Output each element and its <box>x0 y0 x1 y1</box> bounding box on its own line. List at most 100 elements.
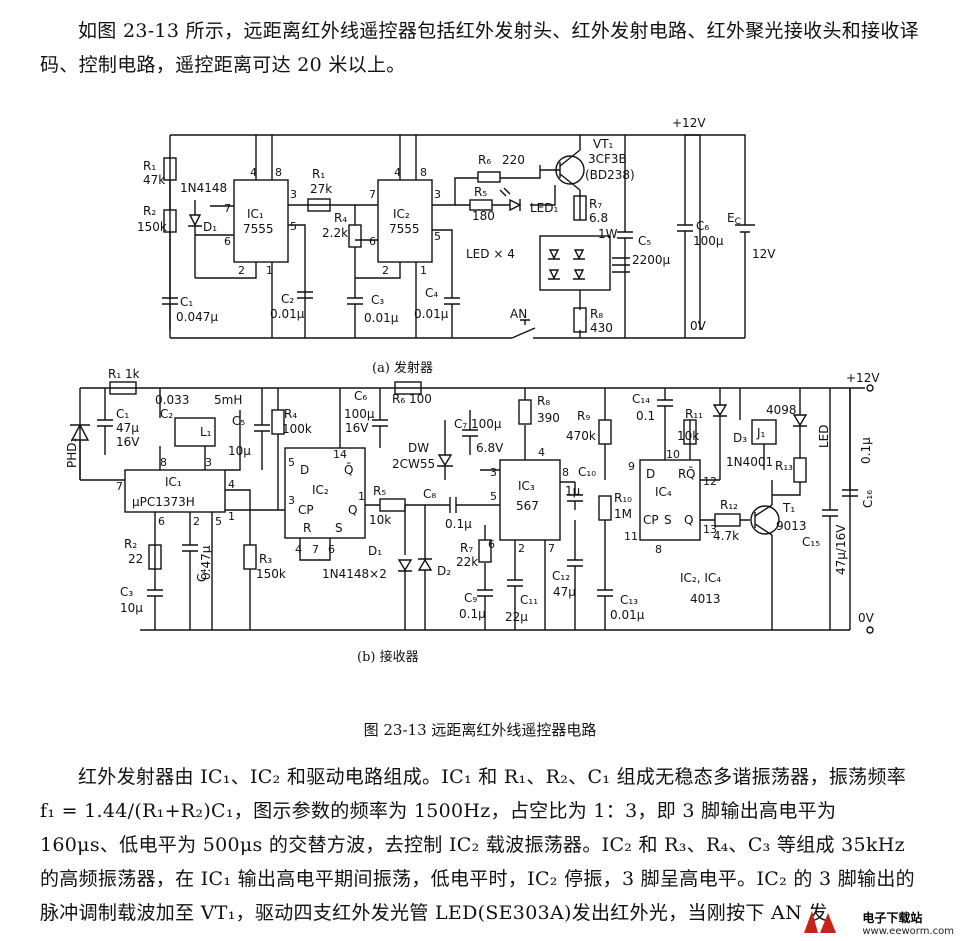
rx-r13-label: R₁₃ <box>775 459 793 473</box>
rx-c1-label: C₁ <box>116 407 129 421</box>
rx-ic-note2: 4013 <box>690 592 721 606</box>
rx-ic4-pin12: 12 <box>703 475 717 488</box>
tx-ic2-pin3: 3 <box>434 188 441 201</box>
rx-dw-volt: 6.8V <box>476 441 504 455</box>
rx-t1-label: T₁ <box>782 501 795 515</box>
tx-r8-label: R₈ <box>590 307 603 321</box>
rx-ic2-pin7: 7 <box>312 543 319 556</box>
tx-r3-value: 27k <box>310 182 332 196</box>
rx-r5-value: 10k <box>369 513 391 527</box>
tx-vt1-value2: (BD238) <box>585 168 635 182</box>
rx-r2-value: 22 <box>128 552 143 566</box>
rx-r6-label: R₆ 100 <box>392 392 432 406</box>
rx-ic4-pin11: 11 <box>624 530 638 543</box>
rx-ic2-d: D <box>300 463 309 477</box>
tx-ic1-pin2: 2 <box>238 264 245 277</box>
tx-r6-value: 220 <box>502 153 525 167</box>
rx-ic3-pin6: 6 <box>488 538 495 551</box>
tx-r8-value: 430 <box>590 321 613 335</box>
ic4-4013-chip <box>639 459 701 541</box>
tx-ic2-label: IC₂ <box>393 207 410 221</box>
tx-ec-label: EC <box>727 211 741 227</box>
rx-d1-label: D₁ <box>368 544 382 558</box>
tx-c6-value: 100μ <box>693 234 724 248</box>
rx-ic4-d: D <box>646 467 655 481</box>
tx-r4-label: R₄ <box>334 211 347 225</box>
rx-r10-value: 1M <box>614 507 632 521</box>
rx-dw-label: DW <box>408 441 429 455</box>
tx-led1-label: LED₁ <box>530 201 559 215</box>
rx-ic4-qbar: Q̄ <box>686 467 695 481</box>
rx-c4-label: C₄ <box>195 569 209 582</box>
rx-r12-label: R₁₂ <box>720 498 738 512</box>
rx-c15-label: C₁₅ <box>802 535 820 549</box>
rx-ic4-s: S <box>664 513 672 527</box>
rx-t1-value: 9013 <box>776 519 807 533</box>
rx-phd1-label: PHD₁ <box>65 438 79 469</box>
receiver-circuit <box>70 381 874 634</box>
tx-vt1-value: 3CF3B <box>588 152 627 166</box>
rx-ic1-pin6: 6 <box>158 515 165 528</box>
tx-ic1-pin4: 4 <box>250 166 257 179</box>
tx-ic2-value: 7555 <box>389 222 420 236</box>
tx-ic2-pin7: 7 <box>369 188 376 201</box>
rx-ic4-q: Q <box>684 513 693 527</box>
figure-caption: 图 23-13 远距离红外线遥控器电路 <box>363 721 597 739</box>
rx-ic3-pin8: 8 <box>562 466 569 479</box>
tx-c2-label: C₂ <box>281 292 294 306</box>
tx-ic1-pin1: 1 <box>266 264 273 277</box>
rx-r3-value: 150k <box>256 567 286 581</box>
rx-c8-value: 0.1μ <box>445 517 472 531</box>
rx-ic2-pin3: 3 <box>288 494 295 507</box>
rx-ic1-pin7: 7 <box>116 480 123 493</box>
rx-vplus-label: +12V <box>846 371 880 385</box>
tx-c4-label: C₄ <box>425 286 438 300</box>
rx-r7-label: R₇ <box>460 541 473 555</box>
tx-an-label: AN <box>510 307 527 321</box>
watermark-brand: 电子下载站 <box>862 911 923 925</box>
rx-c13-value: 0.01μ <box>610 608 645 622</box>
rx-ic-note: IC₂, IC₄ <box>680 571 721 585</box>
rx-c3-value: 10μ <box>120 601 143 615</box>
rx-r10-label: R₁₀ <box>614 491 632 505</box>
rx-c16-value: 0.1μ <box>859 437 873 464</box>
ic3-567-chip <box>499 459 561 541</box>
rx-diodes-label: 1N4148×2 <box>322 567 387 581</box>
tx-ec-value: 12V <box>752 247 776 261</box>
tx-r1-value: 47k <box>143 173 165 187</box>
rx-dw-value: 2CW55 <box>392 457 435 471</box>
tx-c1-value: 0.047μ <box>176 310 218 324</box>
tx-c3-label: C₃ <box>371 293 384 307</box>
tx-ic1-pin6: 6 <box>224 235 231 248</box>
rx-ic2-r: R <box>303 521 311 535</box>
tx-r4-value: 2.2k <box>322 226 348 240</box>
ic2-4013-chip <box>284 447 366 539</box>
rx-ic4-cp: CP <box>643 513 659 527</box>
ic2-7555-chip <box>377 179 433 263</box>
transmitter-circuit <box>162 134 755 339</box>
tx-c6-label: C₆ <box>696 219 709 233</box>
rx-ic4-label: IC₄ <box>655 485 672 499</box>
rx-ic1-pin2: 2 <box>193 515 200 528</box>
rx-c11-label: C₁₁ <box>520 593 538 607</box>
rx-ic1-pin4: 4 <box>228 478 235 491</box>
rx-l1-label: L₁ <box>200 425 212 439</box>
tx-ic2-pin6: 6 <box>369 235 376 248</box>
tx-r1-label: R₁ <box>143 159 156 173</box>
subcaption-receiver: (b) 接收器 <box>357 650 419 665</box>
tx-ic1-value: 7555 <box>243 222 274 236</box>
rx-c12-label: C₁₂ <box>552 569 570 583</box>
tx-0v-label: 0V <box>690 319 707 333</box>
rx-ic4-pin10: 10 <box>666 448 680 461</box>
rx-c8-label: C₈ <box>423 487 436 501</box>
rx-c5-label: C₅ <box>232 414 245 428</box>
tx-ic1-pin8: 8 <box>275 166 282 179</box>
rx-r11-value: 10k <box>677 429 699 443</box>
rx-c14-label: C₁₄ <box>632 392 650 406</box>
rx-ic4-pin13: 13 <box>703 523 717 536</box>
tx-r3-label: R₁ <box>312 167 325 181</box>
watermark-url: www.eeworm.com <box>862 926 954 937</box>
rx-c6-value: 100μ <box>344 407 375 421</box>
tx-vplus-label: +12V <box>672 116 706 130</box>
rx-j1-label: J₁ <box>756 426 766 440</box>
